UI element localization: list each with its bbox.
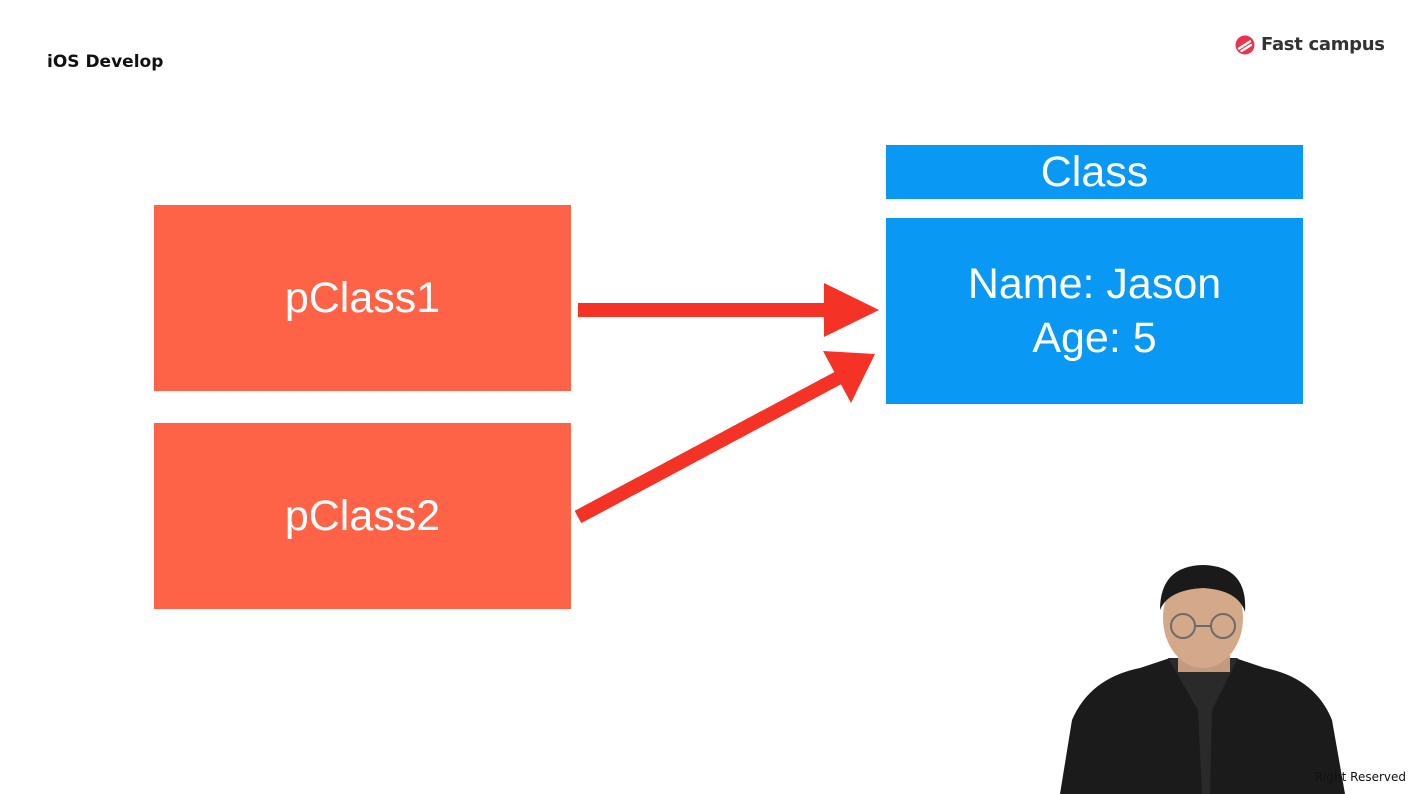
brand-name: Fast campus [1261,34,1385,55]
copyright-text: Right Reserved [1314,770,1406,784]
arrow-pclass1-to-class [578,283,879,337]
brand-logo: Fast campus [1235,34,1385,55]
pclass1-label: pClass1 [284,273,441,322]
class-property-age: Age: 5 [1032,314,1157,362]
class-instance-box: Name: Jason Age: 5 [886,218,1303,404]
fastcampus-logo-icon [1235,35,1255,54]
pclass2-label: pClass2 [284,491,441,540]
pclass1-box: pClass1 [154,205,571,391]
presenter-video [1060,565,1345,794]
class-title-box: Class [886,145,1303,199]
class-property-name: Name: Jason [967,260,1222,308]
arrow-pclass2-to-class [574,351,875,524]
course-title: iOS Develop [47,52,164,72]
class-title: Class [1040,147,1149,196]
pclass2-box: pClass2 [154,423,571,609]
